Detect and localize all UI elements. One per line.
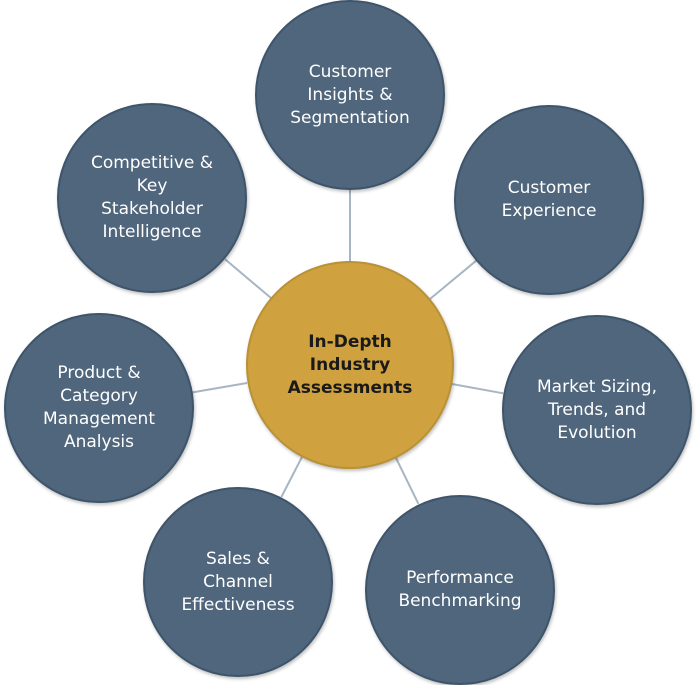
- node-sales-channel-effectiveness: Sales & Channel Effectiveness: [143, 487, 333, 677]
- node-customer-insights-segmentation: Customer Insights & Segmentation: [255, 0, 445, 190]
- connector-line: [394, 457, 420, 506]
- connector-line: [349, 190, 351, 261]
- node-label-customer-insights: Customer Insights & Segmentation: [290, 61, 410, 128]
- node-product-category-management: Product & Category Management Analysis: [4, 313, 194, 503]
- node-competitive-key-stakeholder: Competitive & Key Stakeholder Intelligen…: [57, 103, 247, 293]
- node-market-sizing-trends-evolution: Market Sizing, Trends, and Evolution: [502, 315, 692, 505]
- node-label-product-category: Product & Category Management Analysis: [43, 363, 155, 452]
- connector-line: [192, 381, 248, 393]
- node-customer-experience: Customer Experience: [454, 105, 644, 295]
- hub-node-in-depth-industry-assessments: In-Depth Industry Assessments: [246, 261, 454, 469]
- connector-line: [280, 456, 304, 499]
- node-label-market-sizing: Market Sizing, Trends, and Evolution: [537, 376, 657, 443]
- node-label-customer-experience: Customer Experience: [501, 178, 597, 221]
- connector-line: [429, 259, 477, 300]
- connector-line: [452, 382, 504, 394]
- hub-label: In-Depth Industry Assessments: [287, 331, 413, 398]
- node-label-performance-benchmarking: Performance Benchmarking: [398, 568, 522, 611]
- node-label-sales-channel: Sales & Channel Effectiveness: [181, 548, 295, 615]
- node-performance-benchmarking: Performance Benchmarking: [365, 495, 555, 685]
- node-label-competitive-stakeholder: Competitive & Key Stakeholder Intelligen…: [90, 153, 214, 242]
- connector-line: [223, 258, 272, 299]
